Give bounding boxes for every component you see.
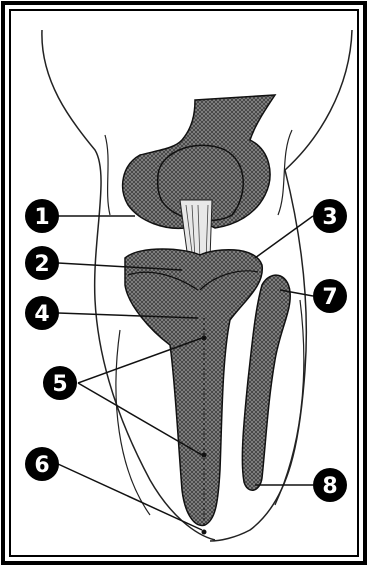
- thigh-contour: [105, 135, 110, 215]
- leader-3: [255, 216, 313, 258]
- callout-6: 6: [25, 447, 59, 481]
- callout-4: 4: [25, 296, 59, 330]
- callout-6-label: 6: [34, 453, 49, 478]
- callout-2-label: 2: [34, 252, 49, 277]
- callout-5: 5: [43, 366, 77, 400]
- axis-dot-mid: [202, 453, 207, 458]
- fibula: [242, 275, 290, 490]
- tibia: [125, 249, 262, 525]
- callout-8: 8: [313, 468, 347, 502]
- callout-8-label: 8: [322, 474, 337, 499]
- callout-5-label: 5: [52, 372, 67, 397]
- callout-7: 7: [313, 279, 347, 313]
- callout-3: 3: [313, 199, 347, 233]
- axis-dot-top: [202, 336, 207, 341]
- callout-1-label: 1: [34, 205, 49, 230]
- callout-4-label: 4: [34, 302, 49, 327]
- callout-1: 1: [25, 199, 59, 233]
- callout-2: 2: [25, 246, 59, 280]
- callout-7-label: 7: [322, 285, 337, 310]
- axis-dot-bottom: [202, 530, 207, 535]
- callout-3-label: 3: [322, 205, 337, 230]
